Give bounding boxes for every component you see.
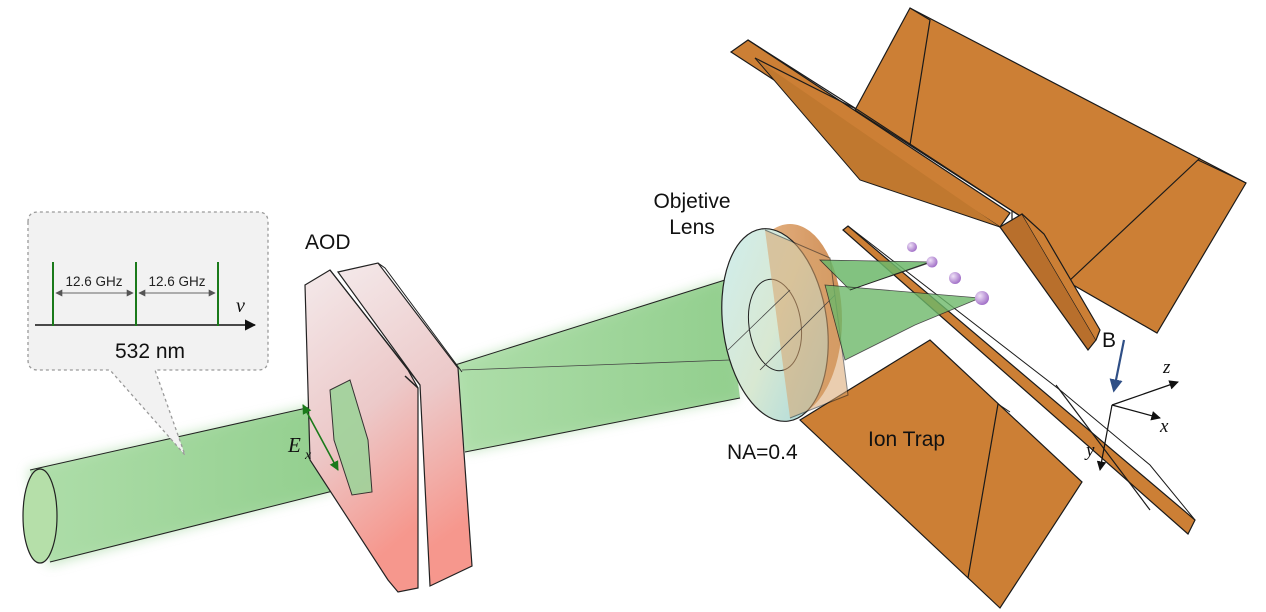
ion <box>949 272 961 284</box>
wavelength-label: 532 nm <box>115 340 185 363</box>
objective-label-line1: Objetive <box>653 190 730 213</box>
spacing-label-left: 12.6 GHz <box>65 274 122 289</box>
z-axis-label: z <box>1162 357 1171 378</box>
lower-electrode-plate <box>799 339 1083 609</box>
ion <box>926 256 938 268</box>
svg-text:x: x <box>304 448 312 463</box>
svg-text:E: E <box>287 433 301 457</box>
objective-label-line2: Lens <box>669 216 715 239</box>
frequency-symbol: ν <box>236 295 245 317</box>
focused-beams <box>819 259 981 361</box>
b-field-label: B <box>1102 329 1116 352</box>
polarization-arrow <box>302 404 339 471</box>
ion-chain <box>907 242 989 305</box>
spacing-label-right: 12.6 GHz <box>148 274 205 289</box>
spectrum-callout: 12.6 GHz 12.6 GHz ν 532 nm <box>27 211 269 456</box>
b-field-arrow <box>1109 339 1126 393</box>
magnetic-field-indicator: B <box>1102 329 1126 393</box>
ion-trap-label: Ion Trap <box>868 428 945 451</box>
polarization-label: E x <box>287 433 312 463</box>
deflected-beam <box>454 279 741 453</box>
aod-crystal <box>302 262 473 593</box>
aod-label: AOD <box>305 231 351 254</box>
na-label: NA=0.4 <box>727 441 798 464</box>
ion <box>975 291 989 305</box>
y-axis-label: y <box>1084 440 1095 461</box>
objective-lens <box>721 224 849 422</box>
input-laser-beam <box>22 404 346 565</box>
coordinate-axes: z x y <box>1084 357 1179 471</box>
ion <box>907 242 917 252</box>
beam-aperture-ellipse <box>22 468 58 564</box>
x-axis-label: x <box>1159 416 1169 437</box>
